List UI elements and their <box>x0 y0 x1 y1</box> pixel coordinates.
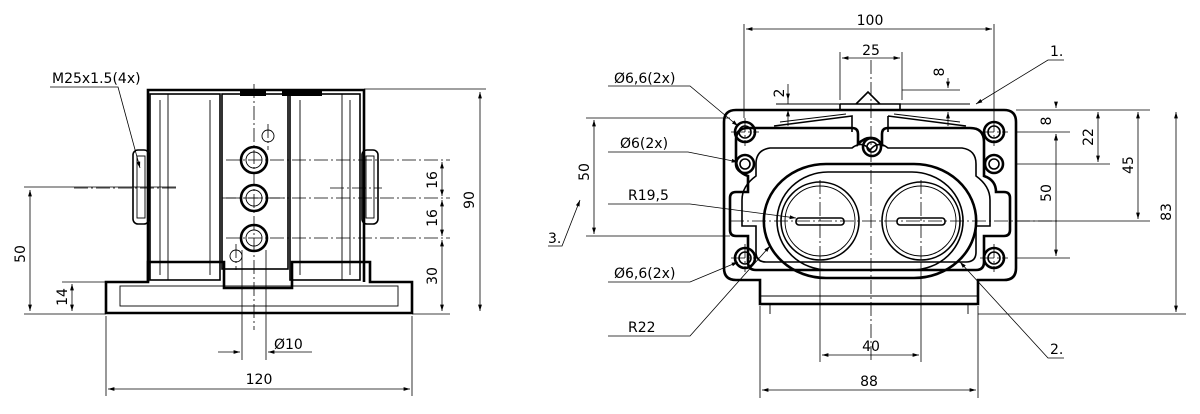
dim-spacing-16b: 16 <box>425 209 441 227</box>
callout-2: 2. <box>1050 342 1063 358</box>
hole-center-top <box>861 136 883 158</box>
dim-2: 2 <box>772 89 788 98</box>
callout-3: 3. <box>548 231 561 247</box>
dim-width-100: 100 <box>857 13 884 29</box>
gland-right <box>361 149 379 225</box>
dim-hole-66-top: Ø6,6(2x) <box>614 71 675 87</box>
dim-height-30: 30 <box>425 267 441 285</box>
dim-hole-66-bottom: Ø6,6(2x) <box>614 266 675 282</box>
dim-40: 40 <box>862 339 880 355</box>
hole-mid-left <box>734 153 756 175</box>
right-view: 100 25 2 8 8 50 22 45 83 50 Ø6 <box>548 13 1186 398</box>
actuator <box>839 90 901 110</box>
dim-height-50: 50 <box>13 245 29 263</box>
dim-22: 22 <box>1081 128 1097 146</box>
hole-mid-right <box>983 153 1005 175</box>
dim-thread-label: M25x1.5(4x) <box>52 71 141 87</box>
dim-width-120: 120 <box>246 372 273 388</box>
dim-spacing-16a: 16 <box>425 171 441 189</box>
dim-radius-19-5: R19,5 <box>628 188 669 204</box>
dim-width-25: 25 <box>862 43 880 59</box>
dim-8-right: 8 <box>1039 117 1055 126</box>
dim-88: 88 <box>860 374 878 390</box>
outer-plate <box>722 108 1018 306</box>
inner-frame <box>728 126 1012 272</box>
dim-8-top: 8 <box>932 68 948 77</box>
dim-83: 83 <box>1159 203 1175 221</box>
left-view: M25x1.5(4x) 50 14 16 16 30 90 Ø10 120 <box>13 71 486 396</box>
dim-50-left: 50 <box>577 163 593 181</box>
callout-1: 1. <box>1050 44 1063 60</box>
dim-height-14: 14 <box>55 288 71 306</box>
dim-45: 45 <box>1121 156 1137 174</box>
dim-hole-dia: Ø10 <box>274 337 303 353</box>
base-rib <box>119 285 399 307</box>
dim-radius-22: R22 <box>628 320 656 336</box>
dim-height-90: 90 <box>462 191 478 209</box>
dim-50-right: 50 <box>1039 184 1055 202</box>
right-side-body <box>289 93 361 281</box>
oval-window <box>762 162 978 280</box>
center-section <box>221 93 289 270</box>
dim-hole-6: Ø6(2x) <box>620 136 668 152</box>
